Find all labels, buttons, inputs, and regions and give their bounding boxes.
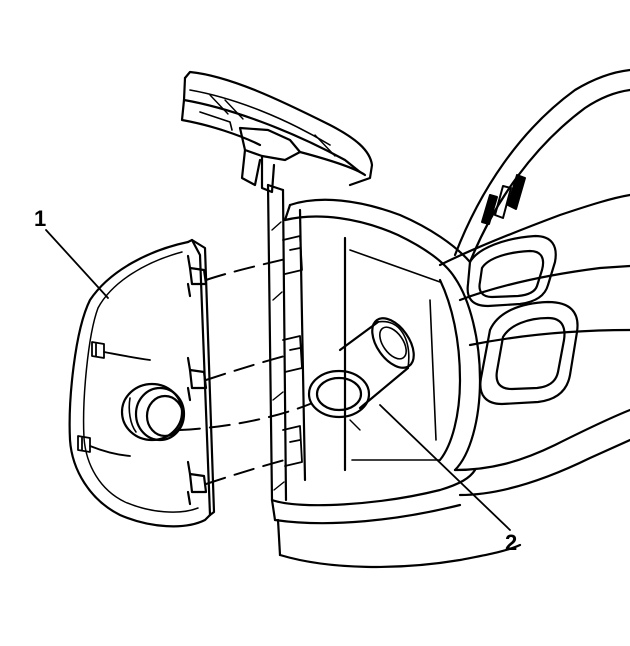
- trim-plate: [70, 240, 214, 526]
- frame-clip-tabs: [283, 236, 302, 466]
- trim-plate-grommet: [122, 384, 184, 440]
- leader-lines: [46, 230, 510, 530]
- leader-line-2: [380, 405, 510, 530]
- dash-opening-frame: [268, 185, 520, 567]
- socket-front-ring: [309, 371, 369, 417]
- trim-plate-locators: [78, 342, 104, 452]
- lighter-socket: [309, 311, 422, 417]
- callout-label-2: 2: [505, 530, 518, 555]
- upper-vent: [468, 236, 556, 306]
- callout-label-1: 1: [34, 206, 47, 231]
- vent-slots: [482, 175, 525, 224]
- lower-vent: [480, 302, 577, 404]
- upper-trim-panel: [182, 72, 372, 192]
- instrument-panel: [440, 70, 630, 495]
- trim-plate-clips: [188, 256, 206, 504]
- leader-line-1: [46, 230, 108, 298]
- alignment-lines: [180, 258, 310, 484]
